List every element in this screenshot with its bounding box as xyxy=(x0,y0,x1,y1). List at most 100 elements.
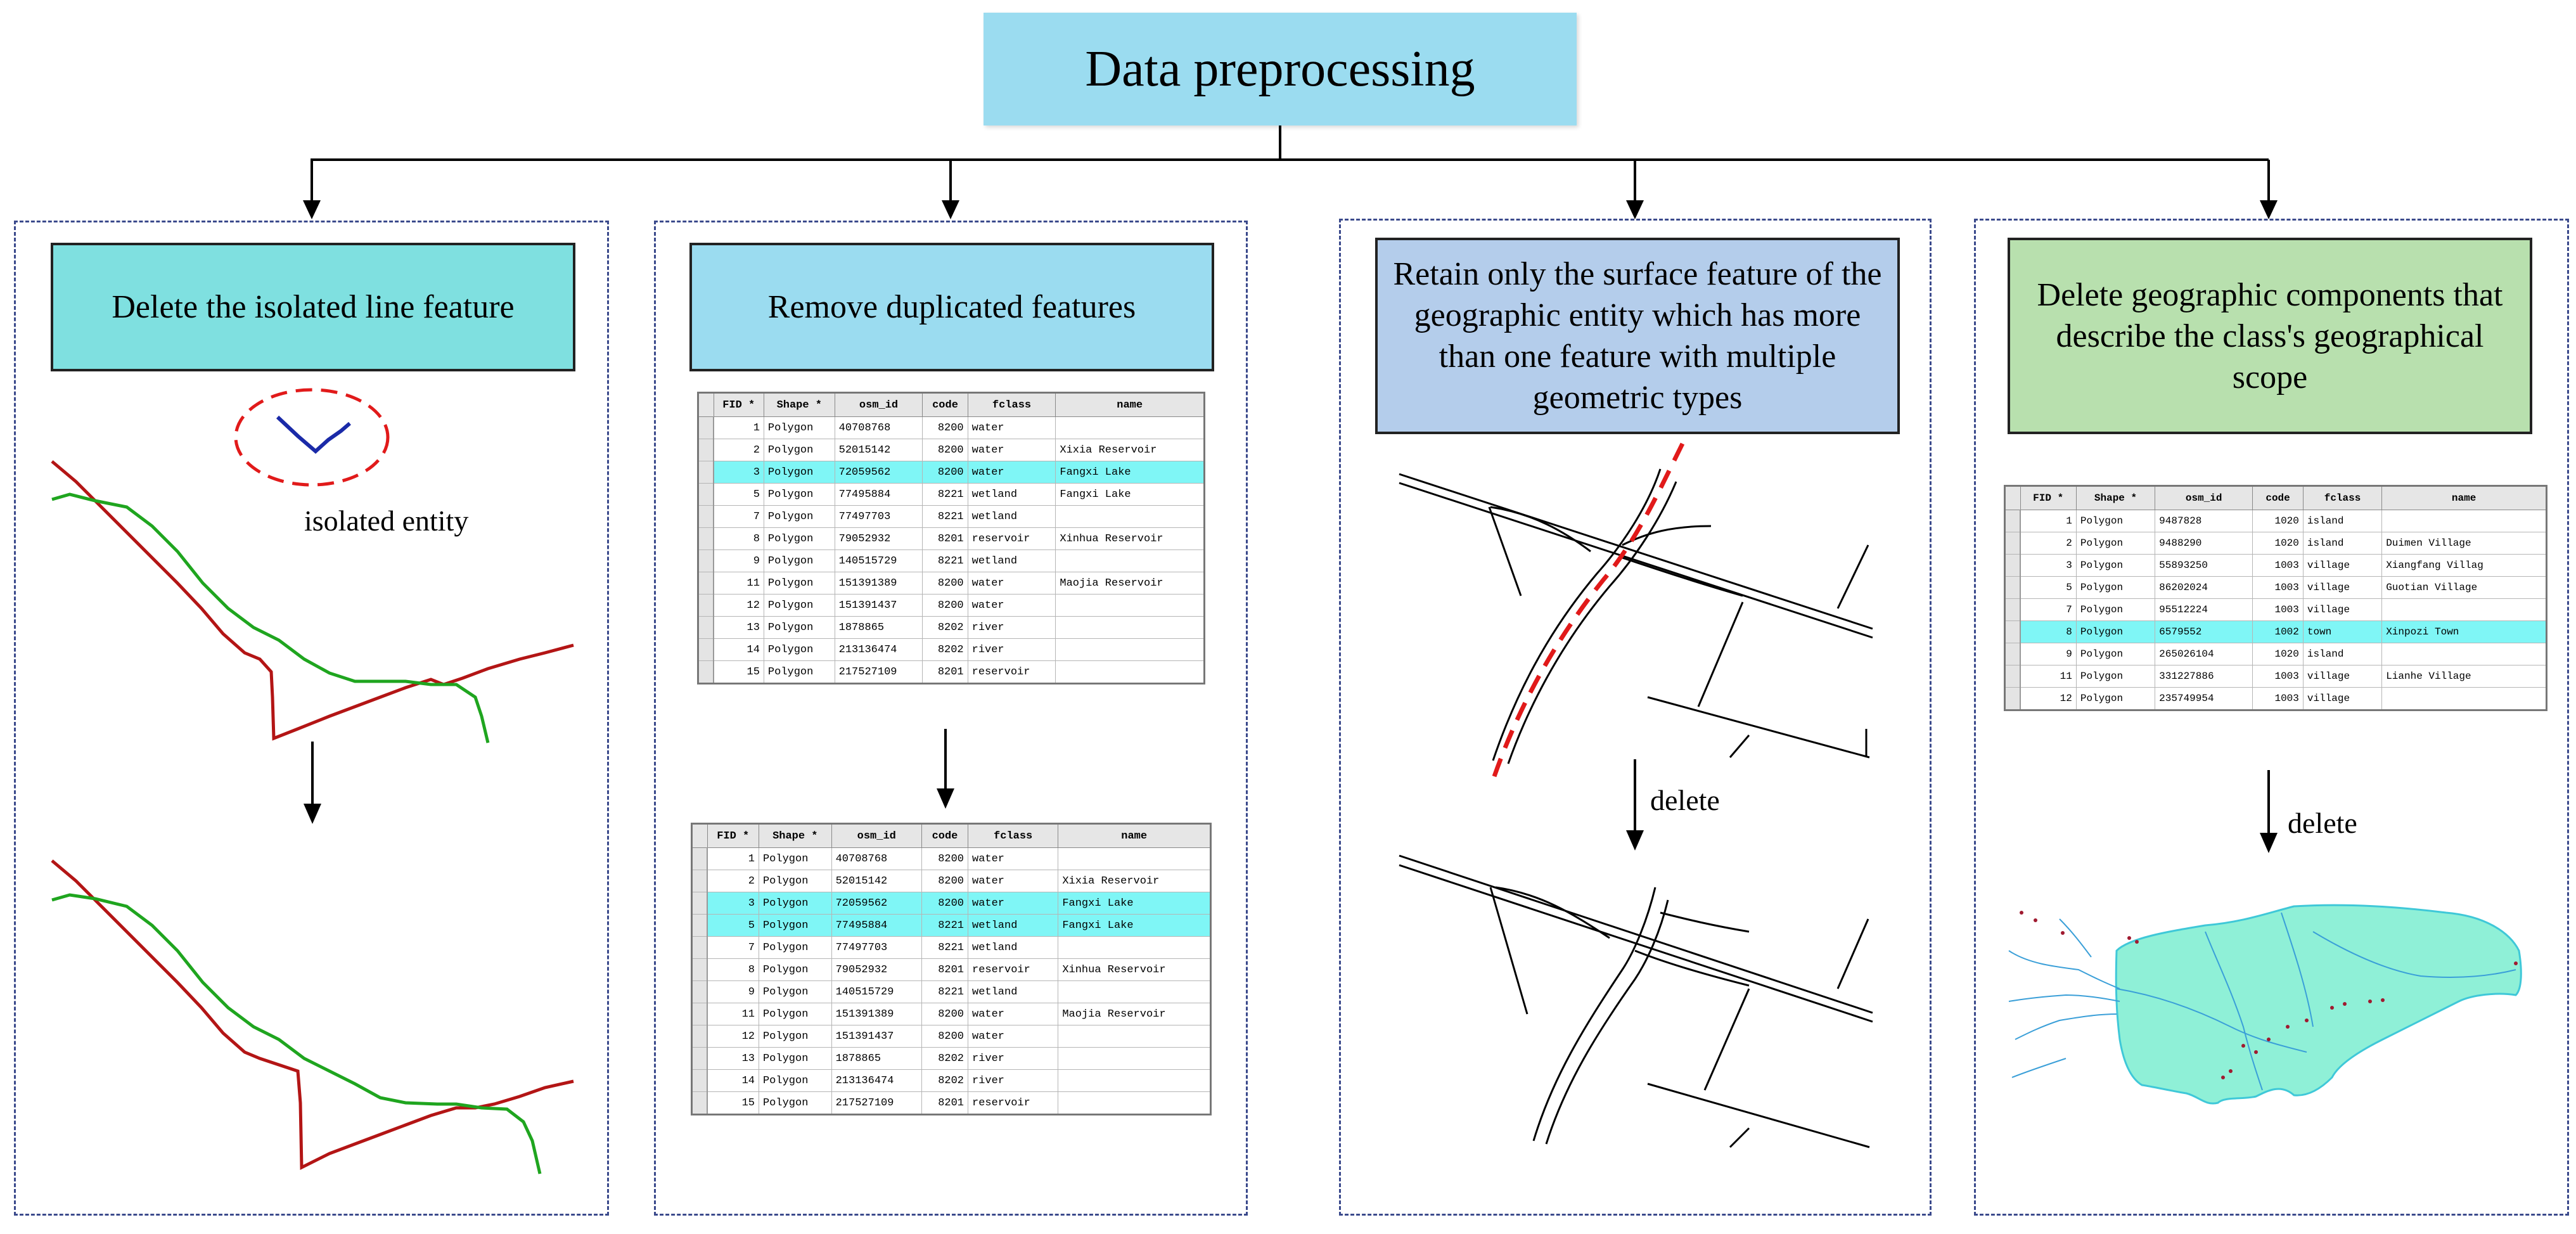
column-header: FID * xyxy=(2020,485,2077,510)
table-cell xyxy=(2381,598,2547,621)
panel-3-header: Retain only the surface feature of the g… xyxy=(1375,238,1900,434)
table-cell: village xyxy=(2302,554,2383,577)
row-selector xyxy=(698,572,714,595)
table-cell: 9 xyxy=(707,980,759,1003)
table-cell: Polygon xyxy=(763,461,835,484)
row-selector xyxy=(691,1069,708,1092)
row-selector xyxy=(698,594,714,617)
table-cell: town xyxy=(2302,620,2383,643)
process-arrowhead-2 xyxy=(937,788,954,809)
table-cell: 13 xyxy=(707,1047,759,1070)
table-cell: village xyxy=(2302,598,2383,621)
table-cell: water xyxy=(967,892,1059,915)
table-cell: Polygon xyxy=(763,527,835,550)
table-cell: 8200 xyxy=(921,1025,969,1048)
table-cell: 8200 xyxy=(922,461,968,484)
table-cell xyxy=(1055,550,1205,572)
table-cell: 5 xyxy=(2020,576,2077,599)
table-cell: 8200 xyxy=(921,847,969,870)
table-cell: Polygon xyxy=(758,958,832,981)
panel-geographic-scope xyxy=(1974,219,2569,1216)
table-cell: 1020 xyxy=(2252,643,2304,665)
row-selector xyxy=(698,550,714,572)
table-cell: 9 xyxy=(2020,643,2077,665)
table-cell: 265026104 xyxy=(2155,643,2253,665)
table-cell: island xyxy=(2302,643,2383,665)
table-cell: Polygon xyxy=(763,660,835,684)
row-selector xyxy=(698,439,714,461)
table-cell: Lianhe Village xyxy=(2381,665,2547,688)
table-cell xyxy=(1055,616,1205,639)
row-selector xyxy=(698,483,714,506)
process-arrowhead-4 xyxy=(2260,833,2278,853)
process-arrowhead-3 xyxy=(1626,830,1644,851)
column-header: Shape * xyxy=(2075,485,2156,510)
table-cell: 1003 xyxy=(2252,554,2304,577)
row-selector xyxy=(2004,554,2021,577)
column-header: fclass xyxy=(2302,485,2383,510)
table-cell: 40708768 xyxy=(831,847,922,870)
table-cell: 14 xyxy=(707,1069,759,1092)
column-header: osm_id xyxy=(2155,485,2253,510)
arrowhead-3 xyxy=(1626,200,1644,219)
table-cell: 213136474 xyxy=(831,1069,922,1092)
table-cell: water xyxy=(967,439,1056,461)
table-cell: 217527109 xyxy=(834,660,923,684)
row-selector xyxy=(2004,510,2021,532)
table-cell xyxy=(1055,660,1205,684)
table-cell: Polygon xyxy=(763,505,835,528)
table-cell: 79052932 xyxy=(834,527,923,550)
table-cell: 217527109 xyxy=(831,1091,922,1115)
table-cell: Polygon xyxy=(758,1025,832,1048)
table-cell: Polygon xyxy=(758,1003,832,1025)
table-cell: Polygon xyxy=(763,483,835,506)
table-cell: Xiangfang Villag xyxy=(2381,554,2547,577)
table-cell: Polygon xyxy=(2075,598,2156,621)
table-cell: 11 xyxy=(2020,665,2077,688)
table-cell: 5 xyxy=(713,483,764,506)
table-cell: 8 xyxy=(713,527,764,550)
table-cell: 15 xyxy=(707,1091,759,1115)
process-arrowhead-1 xyxy=(304,804,321,824)
table-cell: wetland xyxy=(967,980,1059,1003)
table-cell: 8202 xyxy=(921,1047,969,1070)
column-header: name xyxy=(1055,392,1205,417)
table-cell: 8200 xyxy=(922,594,968,617)
row-selector xyxy=(698,461,714,484)
row-selector xyxy=(2004,576,2021,599)
column-header: Shape * xyxy=(758,823,832,848)
table-cell: 235749954 xyxy=(2155,687,2253,710)
table-cell: 1003 xyxy=(2252,687,2304,710)
column-header: osm_id xyxy=(831,823,922,848)
table-cell: Polygon xyxy=(2075,643,2156,665)
panel-duplicates xyxy=(654,221,1248,1216)
table-cell: Polygon xyxy=(2075,532,2156,555)
table-cell: 8201 xyxy=(921,958,969,981)
table-cell: river xyxy=(967,1047,1059,1070)
table-cell: 13 xyxy=(713,616,764,639)
table-cell: 8221 xyxy=(921,936,969,959)
table-cell: 11 xyxy=(713,572,764,595)
table-cell: Polygon xyxy=(758,892,832,915)
table-cell: 8221 xyxy=(922,505,968,528)
table-cell: Polygon xyxy=(763,550,835,572)
table-cell: 1 xyxy=(2020,510,2077,532)
table-cell: 12 xyxy=(2020,687,2077,710)
column-header: name xyxy=(1058,823,1211,848)
table-cell: water xyxy=(967,572,1056,595)
table-cell: 1003 xyxy=(2252,576,2304,599)
table-cell: 8221 xyxy=(922,483,968,506)
table-cell xyxy=(1058,980,1211,1003)
row-selector xyxy=(2004,643,2021,665)
panel-4-header: Delete geographic components that descri… xyxy=(2008,238,2532,434)
